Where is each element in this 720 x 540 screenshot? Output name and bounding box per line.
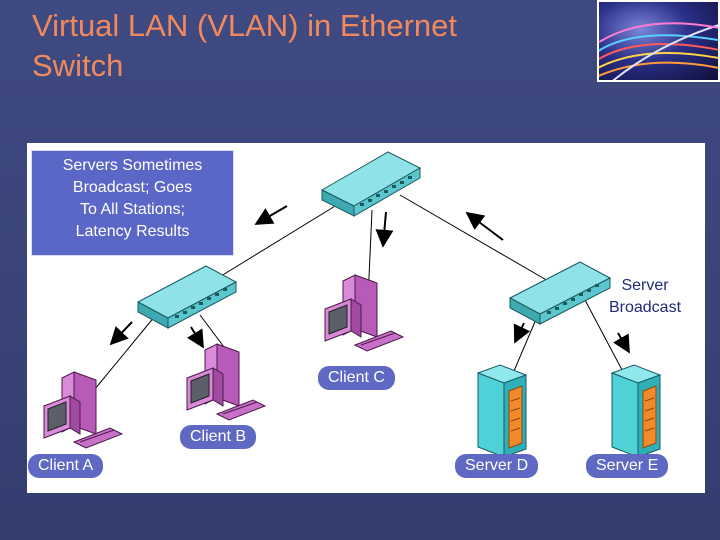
ethernet-switch-top [320,151,422,217]
server-broadcast-line2: Broadcast [608,299,682,316]
broadcast-arrow [375,211,394,248]
client-computer-a [43,371,124,449]
client-computer-c [324,274,405,352]
broadcast-arrow [465,211,504,241]
broadcast-arrow [513,322,531,344]
broadcast-arrow [186,326,204,349]
slide-title-line1: Virtual LAN (VLAN) in Ethernet [32,8,458,43]
client-c-label: Client C [318,366,395,390]
server-d-label: Server D [455,454,539,478]
broadcast-arrow [109,321,133,346]
callout-line: Latency Results [75,223,190,240]
server-broadcast-label: Server Broadcast [590,275,700,319]
client-a-label: Client A [28,454,104,478]
link-top-to-right-switch [399,194,556,286]
callout-line: To All Stations; [80,201,185,218]
broadcast-arrow [254,205,288,225]
slide-title-line2: Switch [32,48,124,83]
server-tower-d [476,364,528,458]
link-left-switch-to-client-a [89,309,161,396]
server-tower-e [610,364,662,458]
callout-line: Broadcast; Goes [72,179,193,196]
client-computer-b [186,343,267,421]
broadcast-latency-callout: Servers Sometimes Broadcast; Goes To All… [31,150,234,256]
server-broadcast-line1: Server [621,277,669,294]
callout-line: Servers Sometimes [62,157,203,174]
ethernet-switch-left [136,265,238,329]
client-b-label: Client B [180,425,257,449]
broadcast-arrow [613,332,630,354]
server-e-label: Server E [586,454,669,478]
slide-title: Virtual LAN (VLAN) in Ethernet Switch [32,6,592,86]
ethernet-switch-right [508,261,612,325]
network-cables-photo [597,0,720,82]
